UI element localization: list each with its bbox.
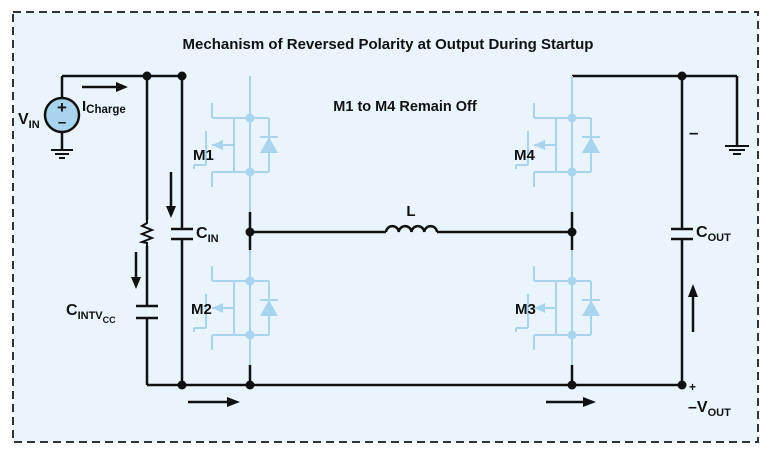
m1-label: M1 (193, 147, 214, 164)
arrow-right-icon (116, 82, 128, 92)
junction-dots (142, 71, 687, 390)
diagram-frame (12, 11, 759, 443)
capacitor-cintvcc-icon (136, 304, 158, 320)
inductor-icon (384, 224, 439, 233)
arrow-right-icon (227, 397, 240, 407)
arrow-right-icon (583, 397, 596, 407)
m4-label: M4 (514, 147, 535, 164)
m2-label: M2 (191, 301, 212, 318)
arrow-down-icon (131, 277, 141, 289)
mosfet-state-note: M1 to M4 Remain Off (333, 99, 477, 115)
output-plus-sign: + (689, 380, 696, 394)
cin-label: CIN (196, 225, 219, 245)
svg-text:+: + (57, 98, 67, 117)
icharge-label: ICharge (82, 98, 126, 116)
capacitor-cin-icon (171, 227, 193, 241)
svg-text:–: – (58, 114, 66, 131)
ground-icon (725, 145, 749, 155)
diagram-title: Mechanism of Reversed Polarity at Output… (183, 36, 594, 53)
vout-label: –VOUT (688, 399, 731, 419)
capacitor-cout-icon (671, 227, 693, 241)
resistor-icon (138, 220, 155, 246)
vin-label: VIN (18, 111, 40, 131)
mosfets (193, 76, 601, 365)
cout-label: COUT (696, 224, 731, 244)
circuit-wires (60, 74, 739, 387)
current-arrows (82, 82, 698, 407)
cintvcc-label: CINTVCC (66, 302, 116, 325)
inductor-label: L (406, 203, 415, 220)
arrow-up-icon (688, 284, 698, 297)
ground-icon (51, 149, 73, 159)
m3-label: M3 (515, 301, 536, 318)
arrow-down-icon (166, 206, 176, 218)
output-minus-sign: – (689, 123, 698, 142)
voltage-source-icon: + – (43, 96, 81, 134)
